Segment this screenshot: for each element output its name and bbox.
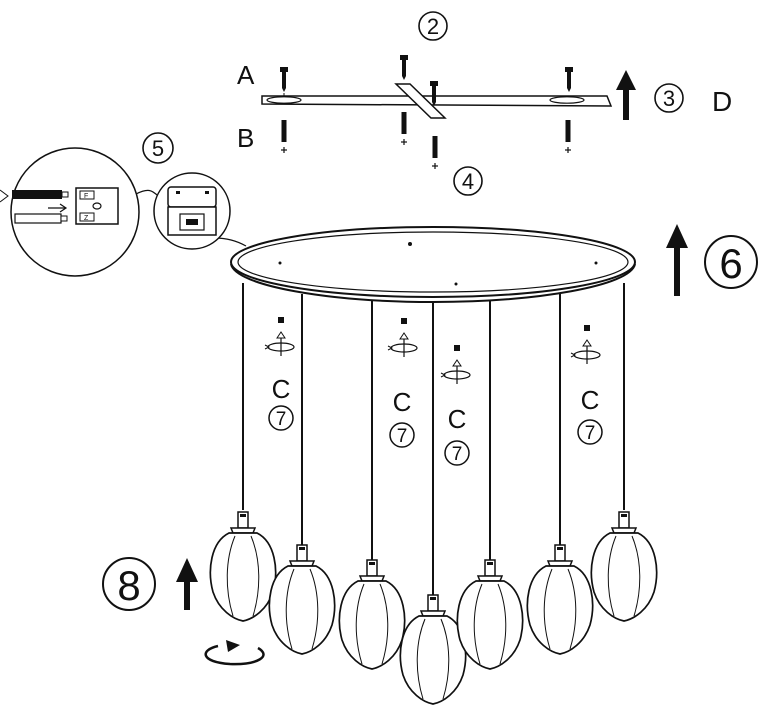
step-number bbox=[142, 132, 174, 164]
suspension-cables bbox=[242, 283, 625, 595]
mounting-slot bbox=[549, 96, 585, 104]
step-number bbox=[577, 419, 603, 445]
step-number bbox=[418, 11, 448, 41]
label-c: C bbox=[272, 374, 291, 404]
mounting-slot bbox=[266, 96, 302, 104]
step-number-7: 7 bbox=[276, 409, 287, 430]
wiring-detail-group: 5 F Z bbox=[0, 132, 247, 277]
rotate-arrow-icon bbox=[387, 317, 418, 358]
up-arrow-icon bbox=[176, 558, 198, 610]
up-arrow-icon bbox=[616, 70, 636, 120]
step-number bbox=[444, 440, 470, 466]
step-number-5: 5 bbox=[152, 136, 164, 161]
screw-icon bbox=[280, 67, 288, 96]
wire-mark-top: F bbox=[84, 193, 88, 200]
step-number bbox=[704, 235, 758, 289]
terminal-block-icon bbox=[167, 186, 217, 236]
step-number-7: 7 bbox=[397, 426, 408, 447]
bulb-shade-icon bbox=[526, 544, 594, 655]
label-c: C bbox=[448, 404, 467, 434]
step-number bbox=[102, 557, 156, 611]
bulb-shade-icon bbox=[399, 594, 467, 705]
label-b: B bbox=[237, 123, 254, 153]
step-number-6: 6 bbox=[719, 240, 742, 287]
step-number-3: 3 bbox=[663, 86, 675, 111]
wire-connection: F Z bbox=[0, 187, 119, 225]
bulb-shade-icon bbox=[268, 544, 336, 655]
wall-plug-icon bbox=[400, 111, 408, 146]
bulb-shade-icon bbox=[590, 511, 658, 622]
bulb-shade-icon bbox=[209, 511, 277, 622]
step-number-4: 4 bbox=[462, 169, 474, 194]
bulb-shade-icon bbox=[456, 559, 524, 670]
step-number bbox=[453, 166, 483, 196]
wall-plug-icon bbox=[280, 119, 288, 154]
canopy-plate bbox=[230, 226, 636, 298]
step-number-7: 7 bbox=[585, 423, 596, 444]
wall-plug-icon bbox=[564, 119, 572, 154]
cross-bracket bbox=[394, 83, 447, 119]
screw-icon bbox=[565, 67, 573, 92]
bulb-shade-icon bbox=[338, 559, 406, 670]
rotate-arrow-icon bbox=[440, 344, 471, 385]
wall-plug-icon bbox=[431, 135, 439, 170]
screw-icon bbox=[400, 55, 408, 80]
step-number bbox=[654, 83, 684, 113]
label-d: D bbox=[712, 86, 732, 117]
up-arrow-icon bbox=[666, 224, 688, 296]
step-number-2: 2 bbox=[427, 14, 439, 39]
canopy-group: 6 bbox=[230, 224, 758, 304]
rotate-arrow-icon bbox=[264, 316, 295, 357]
rotate-arrow-icon bbox=[204, 640, 265, 666]
step-number-7: 7 bbox=[452, 444, 463, 465]
label-a: A bbox=[237, 60, 255, 90]
step-number bbox=[389, 422, 415, 448]
label-c: C bbox=[393, 387, 412, 417]
ceiling-bracket-group: A B 2 4 3 D bbox=[237, 11, 732, 196]
step-number-8: 8 bbox=[117, 562, 140, 609]
step-number bbox=[268, 405, 294, 431]
rotate-arrow-icon bbox=[570, 324, 601, 365]
wire-mark-bottom: Z bbox=[84, 215, 89, 222]
mounting-bar bbox=[261, 95, 613, 107]
magnified-view bbox=[10, 147, 140, 277]
step-8-group: 8 bbox=[102, 557, 265, 666]
label-c: C bbox=[581, 385, 600, 415]
adjuster-group: C 7 C 7 C 7 C 7 bbox=[264, 316, 603, 466]
